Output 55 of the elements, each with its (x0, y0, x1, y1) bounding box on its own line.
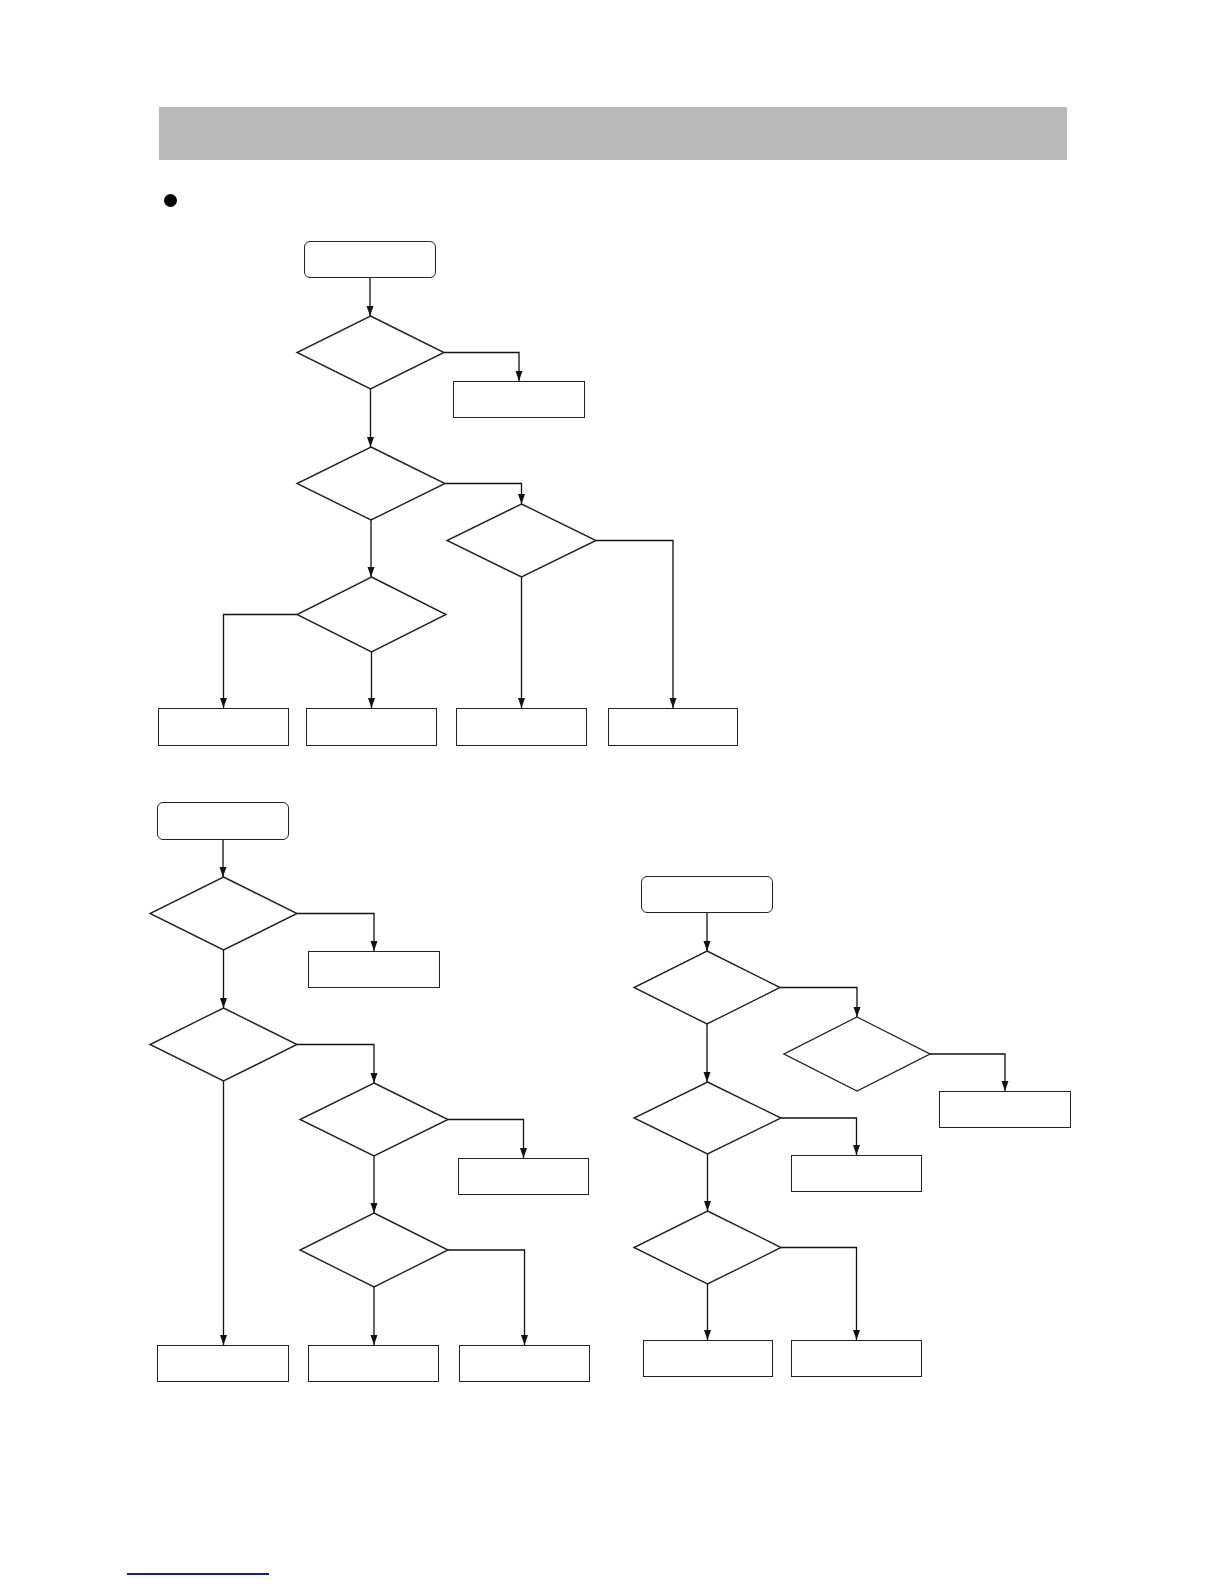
arrow (367, 388, 374, 448)
process-box (459, 1345, 590, 1382)
process-box (608, 708, 738, 746)
arrow (779, 986, 861, 1018)
arrow (220, 1080, 227, 1346)
decision-diamond (300, 1083, 448, 1156)
decision-diamond (297, 316, 444, 389)
process-box (643, 1340, 773, 1377)
arrow (704, 1283, 711, 1341)
start-terminal (157, 802, 289, 840)
arrow (367, 519, 375, 578)
arrow (447, 1118, 527, 1159)
process-box (308, 1345, 439, 1382)
decision-diamond (300, 1213, 448, 1287)
arrow (219, 839, 227, 878)
decision-diamond (634, 1211, 781, 1284)
arrow (370, 1155, 378, 1214)
arrow (780, 1117, 860, 1156)
process-box (158, 708, 289, 746)
arrow (703, 1023, 711, 1083)
arrow (447, 1249, 528, 1346)
process-box (791, 1340, 922, 1377)
decision-diamond (297, 577, 446, 652)
process-box (456, 708, 587, 746)
decision-diamond (784, 1017, 930, 1091)
arrow (296, 1043, 378, 1084)
process-box (306, 708, 437, 746)
decision-diamond (297, 447, 445, 520)
process-box (308, 951, 440, 988)
arrow (703, 912, 711, 952)
decision-diamond (150, 877, 297, 950)
arrow (595, 539, 677, 709)
arrow (704, 1153, 711, 1212)
arrow (444, 482, 525, 505)
arrow (443, 351, 523, 382)
start-terminal (304, 241, 436, 278)
decision-diamond (634, 951, 780, 1024)
arrow (518, 576, 525, 709)
process-box (458, 1158, 589, 1195)
decision-diamond (150, 1008, 297, 1081)
arrow (370, 1286, 378, 1346)
arrow (296, 912, 378, 952)
decision-diamond (634, 1082, 781, 1154)
decision-diamond (447, 504, 596, 577)
process-box (939, 1091, 1071, 1128)
process-box (157, 1345, 289, 1382)
arrow (220, 949, 227, 1009)
arrow (780, 1246, 860, 1341)
process-box (791, 1155, 922, 1192)
arrow (929, 1053, 1009, 1092)
arrow (366, 277, 374, 317)
process-box (453, 381, 585, 418)
start-terminal (641, 876, 773, 913)
arrow (220, 613, 298, 709)
arrow (368, 651, 375, 709)
